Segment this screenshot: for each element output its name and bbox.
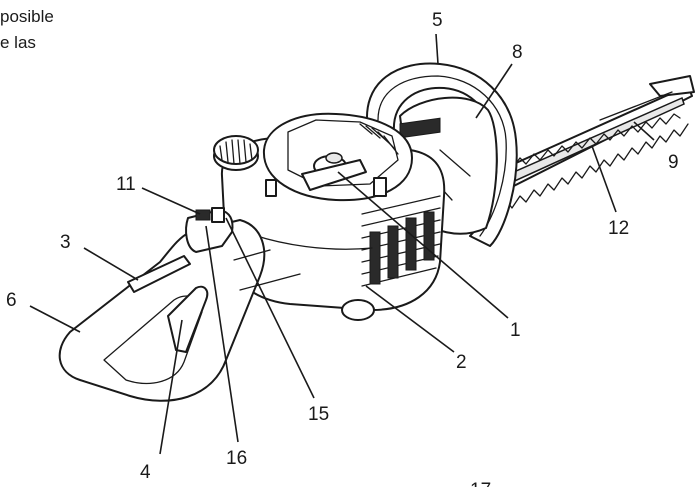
callout-6: 6 [6,290,17,311]
callout-16: 16 [226,448,247,469]
callout-11: 11 [116,174,136,195]
ribbed-cap [213,135,259,171]
callout-2: 2 [456,352,467,373]
text-fragment-las: e las [0,33,36,52]
callout-5: 5 [432,10,443,31]
leader-12 [591,145,617,213]
leader-15 [225,217,315,399]
cylinder-fins [361,117,441,287]
text-fragment-posible: posible [0,7,54,26]
leader-5 [435,33,439,65]
callout-12: 12 [608,218,629,239]
leader-16 [205,225,239,443]
callout-1: 1 [510,320,521,341]
callout-numbers: 1 2 3 4 5 6 8 9 11 12 15 16 17 [6,10,679,487]
callout-3: 3 [60,232,71,253]
front-handle [365,62,518,247]
leader-8 [475,63,513,119]
leader-lines [29,33,655,455]
callout-9: 9 [668,152,679,173]
engine-body [213,112,446,321]
callout-17: 17 [470,480,491,487]
callout-4: 4 [140,462,151,483]
callout-15: 15 [308,404,329,425]
leader-3 [83,247,139,281]
leader-1 [337,171,509,319]
leader-4 [159,319,183,455]
cover-ribs [359,123,399,155]
leader-6 [29,305,81,333]
leader-11 [141,187,201,215]
callout-8: 8 [512,42,523,63]
rear-handle [58,207,301,402]
leader-9 [633,121,655,141]
leader-2 [365,285,455,353]
